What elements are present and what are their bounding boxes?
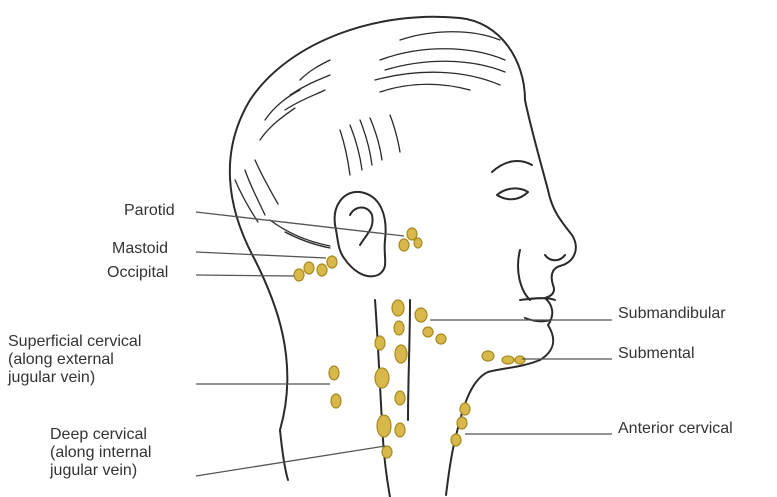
label-superficial-cervical-line2: (along external bbox=[8, 351, 141, 369]
label-submandibular: Submandibular bbox=[618, 305, 726, 323]
node-superficial-cervical bbox=[331, 394, 341, 408]
label-deep-cervical-line3: jugular vein) bbox=[50, 462, 151, 480]
leader-occipital bbox=[196, 275, 294, 276]
label-superficial-cervical-line1: Superficial cervical bbox=[8, 333, 141, 351]
node-submental bbox=[515, 356, 525, 364]
node-parotid bbox=[407, 228, 417, 240]
node-submental bbox=[482, 351, 494, 361]
node-deep-cervical bbox=[382, 446, 392, 458]
node-deep-cervical bbox=[377, 415, 391, 437]
hair-strokes bbox=[235, 32, 505, 248]
label-superficial-cervical: Superficial cervical (along external jug… bbox=[8, 333, 141, 387]
node-deep-cervical bbox=[395, 345, 407, 363]
node-parotid bbox=[414, 238, 422, 248]
node-deep-cervical bbox=[375, 368, 389, 388]
label-deep-cervical: Deep cervical (along internal jugular ve… bbox=[50, 426, 151, 480]
node-deep-cervical bbox=[394, 321, 404, 335]
node-anterior-cervical bbox=[451, 434, 461, 446]
node-occipital bbox=[304, 262, 314, 274]
label-anterior-cervical: Anterior cervical bbox=[618, 420, 733, 438]
node-submandibular bbox=[415, 308, 427, 322]
label-superficial-cervical-line3: jugular vein) bbox=[8, 369, 141, 387]
label-mastoid: Mastoid bbox=[112, 240, 168, 258]
node-deep-cervical bbox=[395, 391, 405, 405]
node-submandibular bbox=[423, 327, 433, 337]
node-deep-cervical bbox=[392, 300, 404, 316]
leader-mastoid bbox=[196, 252, 326, 258]
node-mastoid bbox=[327, 256, 337, 268]
node-occipital bbox=[294, 269, 304, 281]
label-parotid: Parotid bbox=[124, 202, 175, 220]
label-deep-cervical-line2: (along internal bbox=[50, 444, 151, 462]
node-deep-cervical bbox=[375, 336, 385, 350]
node-anterior-cervical bbox=[457, 417, 467, 429]
label-occipital: Occipital bbox=[107, 264, 168, 282]
node-parotid bbox=[399, 239, 409, 251]
node-anterior-cervical bbox=[460, 403, 470, 415]
node-submandibular bbox=[436, 334, 446, 344]
label-deep-cervical-line1: Deep cervical bbox=[50, 426, 151, 444]
leader-deep-cervical bbox=[196, 446, 385, 476]
label-submental: Submental bbox=[618, 345, 695, 363]
node-submental bbox=[502, 356, 514, 364]
node-occipital bbox=[317, 264, 327, 276]
leader-lines bbox=[196, 212, 612, 476]
node-superficial-cervical bbox=[329, 366, 339, 380]
node-deep-cervical bbox=[395, 423, 405, 437]
